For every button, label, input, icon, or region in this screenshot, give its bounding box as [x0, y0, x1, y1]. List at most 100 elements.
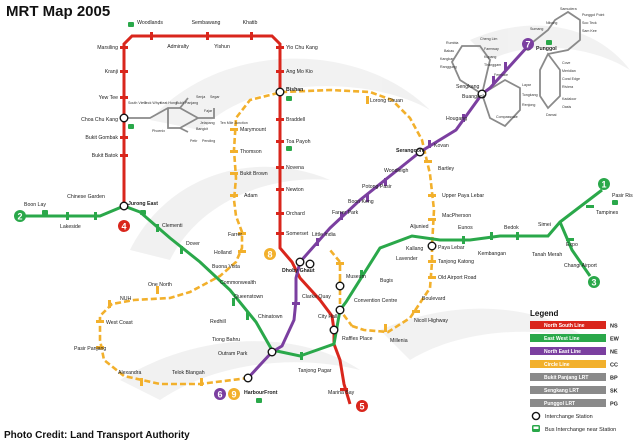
legend-bus: Bus Interchange near Station: [532, 425, 616, 433]
lrt-fajar: Fajar: [204, 109, 213, 113]
station-raffles-place: Raffles Place: [342, 336, 373, 342]
station-lavender: Lavender: [396, 256, 418, 262]
lrt-riviera: Riviera: [562, 85, 573, 89]
bus-icon: [612, 200, 618, 205]
station-tanjong-pagar: Tanjong Pagar: [298, 368, 332, 374]
bus-icon: [256, 398, 262, 403]
station-ticks-ne: [292, 62, 507, 305]
badge-6: [214, 388, 226, 400]
badge-1-label: 1: [601, 180, 606, 190]
station-harbourfront: HarbourFront: [244, 390, 278, 396]
lrt-pending: Pending: [202, 139, 215, 143]
station-alexandra: Alexandra: [118, 370, 141, 376]
lrt-farmway: Farmway: [484, 47, 499, 51]
legend-item-pg: Punggol LRT PG: [530, 399, 618, 408]
station-woodleigh: Woodleigh: [384, 168, 409, 174]
lrt-cheng-lim: Cheng Lim: [480, 37, 497, 41]
badge-4-label: 4: [121, 222, 126, 232]
station-expo: Expo: [566, 242, 578, 248]
lrt-petir: Petir: [190, 139, 198, 143]
station-toa-payoh: Toa Payoh: [286, 139, 311, 145]
badge-3: [588, 276, 600, 288]
north-east-line: [246, 44, 530, 380]
legend-item-cc: Circle Line CC: [530, 360, 618, 369]
station-upper-paya-lebar: Upper Paya Lebar: [442, 193, 484, 199]
station-commonwealth: Commonwealth: [220, 280, 256, 286]
lrt-samudera: Samudera: [560, 7, 577, 11]
legend-item-ew: East West Line EW: [530, 334, 620, 343]
lrt-bakau: Bakau: [444, 49, 454, 53]
lrt-teck-whye: Teck Whye: [144, 101, 162, 105]
bus-icon: [42, 210, 48, 215]
station-bishan: Bishan: [286, 87, 303, 93]
station-clementi: Clementi: [162, 223, 182, 229]
bus-icon: [128, 22, 134, 27]
station-tanah-merah: Tanah Merah: [532, 252, 562, 258]
station-labels: Marsiling Kranji Yew Tee Choa Chu Kang B…: [24, 7, 633, 396]
svg-text:PG: PG: [610, 402, 618, 408]
lrt-south-view: South View: [128, 101, 147, 105]
station-pasir-panjang: Pasir Panjang: [74, 346, 106, 352]
station-newton: Newton: [286, 187, 304, 193]
legend-item-ns: North South Line NS: [530, 321, 618, 330]
lrt-thanggam: Thanggam: [484, 63, 501, 67]
station-ticks-cc: [96, 96, 436, 386]
svg-text:North South Line: North South Line: [544, 323, 585, 329]
station-bukit-gombak: Bukit Gombak: [85, 135, 118, 141]
interchange-icon: [531, 411, 541, 421]
lrt-segar: Segar: [210, 95, 220, 99]
badge-7: [522, 38, 534, 50]
lrt-ten-mile-junction: Ten Mile Junction: [220, 121, 248, 125]
station-adam: Adam: [244, 193, 258, 199]
station-woodlands: Woodlands: [137, 20, 163, 26]
svg-text:Sengkang LRT: Sengkang LRT: [544, 388, 579, 394]
station-jurong-east: Jurong East: [128, 201, 158, 207]
station-queenstown: Queenstown: [234, 294, 263, 300]
badge-5: [356, 400, 368, 412]
station-kranji: Kranji: [105, 69, 118, 75]
lrt-bukit-panjang: Bukit Panjang: [176, 101, 198, 105]
lrt-coral-edge: Coral Edge: [562, 77, 580, 81]
bus-icon: [286, 96, 292, 101]
station-yio-chu-kang: Yio Chu Kang: [286, 45, 318, 51]
station-old-airport-road: Old Airport Road: [438, 275, 476, 281]
station-city-hall: City Hall: [318, 314, 337, 320]
bus-interchange-icons: [42, 22, 618, 403]
station-millenia: Millenia: [390, 338, 408, 344]
lrt-ranggung: Ranggung: [440, 65, 457, 69]
station-admiralty: Admiralty: [167, 44, 189, 50]
station-convention-centre: Convention Centre: [354, 298, 397, 304]
station-choa-chu-kang: Choa Chu Kang: [81, 117, 118, 123]
station-museum: Museum: [346, 274, 366, 280]
lrt-compassvale: Compassvale: [496, 115, 518, 119]
lrt-kadaloor: Kadaloor: [562, 97, 577, 101]
station-marina-bay: Marina Bay: [328, 390, 355, 396]
station-redhill: Redhill: [210, 319, 226, 325]
lrt-layar: Layar: [522, 83, 532, 87]
lrt-sumang: Sumang: [530, 27, 543, 31]
station-sengkang: Sengkang: [456, 84, 479, 90]
badge-9: [228, 388, 240, 400]
station-buangkok: Buangkok: [462, 94, 485, 100]
legend-item-bp: Bukit Panjang LRT BP: [530, 373, 618, 382]
station-pasir-ris: Pasir Ris: [612, 193, 633, 199]
station-ticks-ew: [66, 205, 594, 360]
station-kembangan: Kembangan: [478, 251, 506, 257]
station-somerset: Somerset: [286, 231, 309, 237]
station-braddell: Braddell: [286, 117, 305, 123]
lrt-sam-kee: Sam Kee: [582, 29, 597, 33]
badge-6-label: 6: [217, 390, 222, 400]
station-serangoon: Serangoon: [396, 148, 423, 154]
badge-2: [14, 210, 26, 222]
bus-icon: [546, 40, 552, 45]
station-tampines: Tampines: [596, 210, 619, 216]
station-west-coast: West Coast: [106, 320, 133, 326]
station-potong-pasir: Potong Pasir: [362, 184, 392, 190]
station-little-india: Little India: [312, 232, 336, 238]
station-nicoll-highway: Nicoll Highway: [414, 318, 448, 324]
station-dhoby-ghaut: Dhoby Ghaut: [282, 268, 315, 274]
station-tiong-bahru: Tiong Bahru: [212, 337, 240, 343]
station-marsiling: Marsiling: [97, 45, 118, 51]
lrt-lines: [124, 10, 581, 133]
